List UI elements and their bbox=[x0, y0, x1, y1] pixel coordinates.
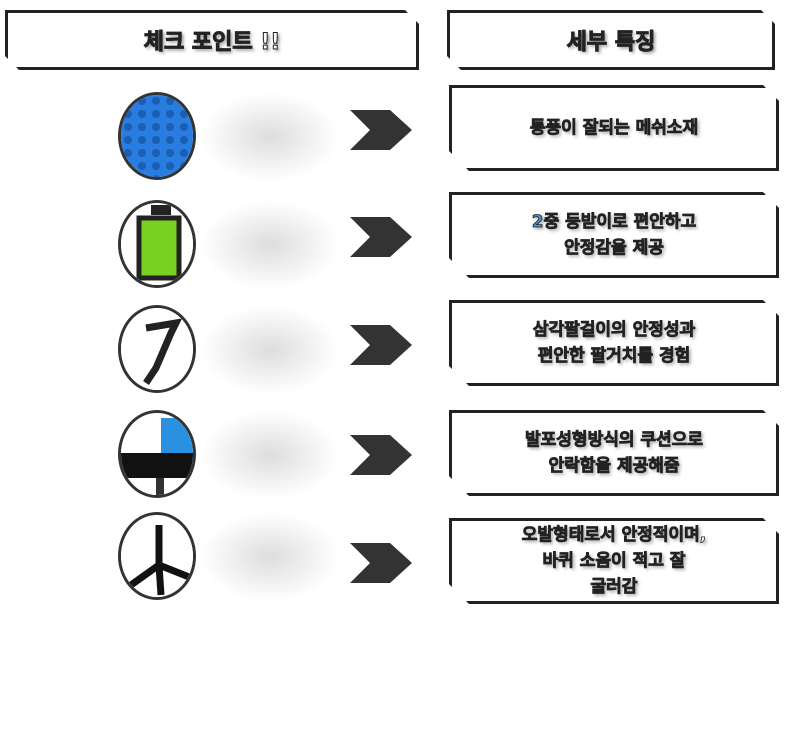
feature-text-segment: 으로 bbox=[671, 430, 703, 450]
feature-text-segment: 편안한 팔거치를 경험 bbox=[537, 346, 691, 366]
feature-line: 2중 등받이로 편안하고 bbox=[532, 209, 696, 235]
shadow-decoration bbox=[200, 305, 340, 395]
feature-description-box: 통풍이 잘되는 메쉬소재 bbox=[449, 85, 779, 171]
feature-line: 통풍이 잘되는 메쉬소재 bbox=[530, 115, 698, 141]
arrow-right-icon bbox=[350, 543, 412, 583]
header-rest: 포인트 !! bbox=[184, 30, 281, 55]
feature-text-segment: 소재 bbox=[666, 118, 699, 138]
feature-text-segment: 이 잘되는 bbox=[561, 118, 636, 138]
check-point-header: 체크 포인트 !! bbox=[5, 10, 419, 70]
feature-line: 삼각팔걸이의 안정성과 bbox=[533, 317, 695, 343]
feature-text-segment: 로 편안하고 bbox=[612, 212, 697, 232]
feature-line: 안정감을 제공 bbox=[564, 235, 664, 261]
details-header: 세부 특징 bbox=[447, 10, 775, 70]
feature-text-segment: 안락함을 제공해줌 bbox=[548, 456, 680, 476]
arrow-right-icon bbox=[350, 217, 412, 257]
feature-text-segment: 통풍 bbox=[529, 118, 562, 138]
arrow-right-icon bbox=[350, 435, 412, 475]
shadow-decoration bbox=[200, 512, 340, 602]
double-backrest-photo bbox=[118, 200, 196, 288]
feature-line: 안락함을 제공해줌 bbox=[548, 453, 679, 479]
arrow-right-icon bbox=[350, 325, 412, 365]
oval-base-wheels-photo bbox=[118, 512, 196, 600]
details-header-title: 세부 특징 bbox=[566, 30, 656, 55]
feature-line: 바퀴 소음이 적고 잘 bbox=[543, 548, 686, 574]
triangle-armrest-photo bbox=[118, 305, 196, 393]
feature-text-segment: 쿠션 bbox=[640, 430, 672, 450]
shadow-decoration bbox=[200, 410, 340, 500]
feature-line: 발포성형방식의 쿠션으로 bbox=[525, 427, 703, 453]
feature-text-segment: 바퀴 bbox=[542, 551, 580, 571]
feature-text-segment: 소음이 적고 bbox=[579, 551, 664, 571]
arrow-right-icon bbox=[350, 110, 412, 150]
feature-text-segment: 의 bbox=[618, 430, 641, 450]
feature-text-segment: 메쉬 bbox=[635, 118, 667, 138]
shadow-decoration bbox=[200, 92, 340, 182]
feature-text-segment: 오발형태 bbox=[521, 525, 585, 545]
feature-text-segment: 의 안정성과 bbox=[611, 320, 696, 340]
feature-text-segment: 2중 등받이 bbox=[531, 212, 613, 232]
mesh-material-photo bbox=[118, 92, 196, 180]
header-highlight: 체크 bbox=[143, 30, 185, 55]
feature-text-segment: 삼각팔걸이 bbox=[532, 320, 612, 340]
feature-text-segment: 잘 bbox=[663, 551, 686, 571]
feature-line: 굴러감 bbox=[591, 574, 638, 600]
feature-line: 편안한 팔거치를 경험 bbox=[538, 343, 691, 369]
feature-text-segment: 굴러감 bbox=[590, 577, 638, 597]
shadow-decoration bbox=[200, 200, 340, 290]
feature-text-segment: 로서 안정적이며, bbox=[584, 525, 707, 545]
feature-line: 오발형태로서 안정적이며, bbox=[522, 522, 706, 548]
feature-text-segment: 안정감을 제공 bbox=[564, 238, 664, 258]
foam-cushion-seat-photo bbox=[118, 410, 196, 498]
feature-text-segment: 발포성형방식 bbox=[525, 430, 619, 450]
